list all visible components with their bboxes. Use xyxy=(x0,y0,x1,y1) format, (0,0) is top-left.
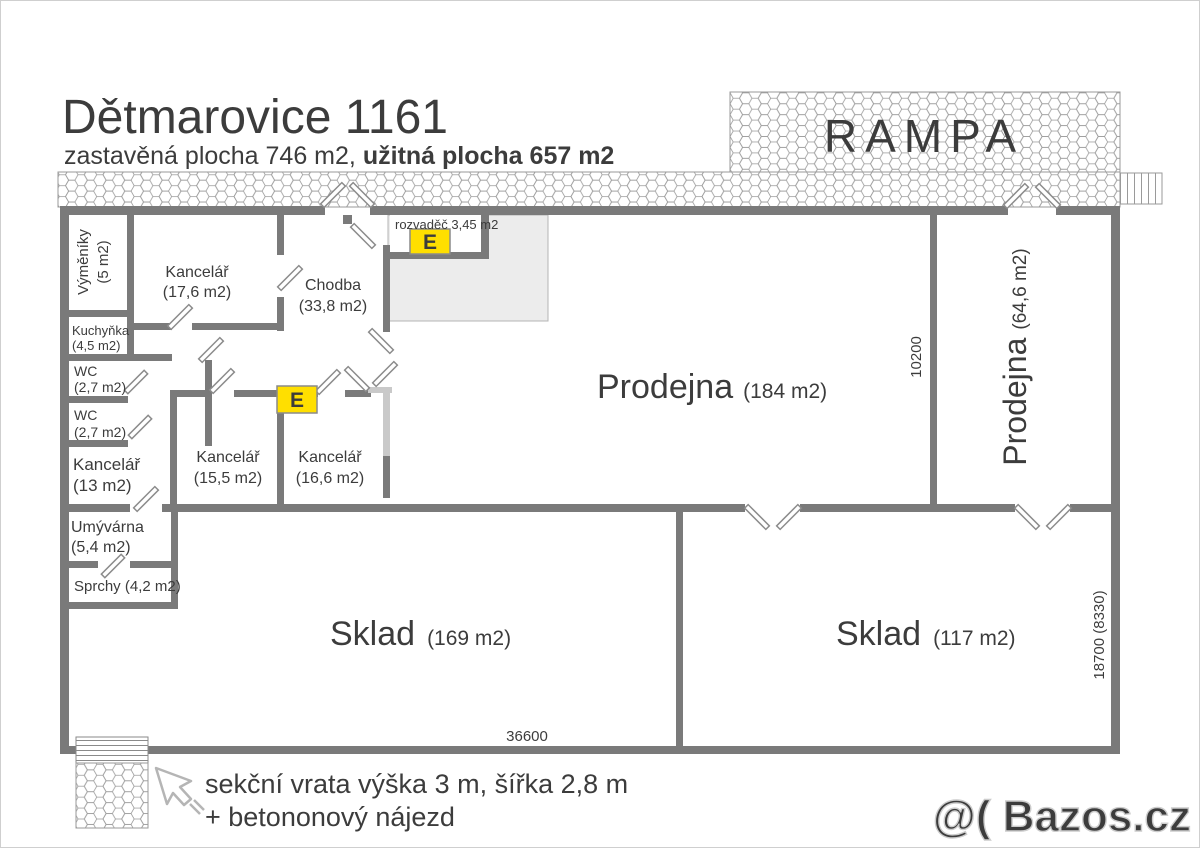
wall xyxy=(60,206,325,215)
rampa-area: RAMPA xyxy=(57,91,1163,208)
room-label-chodba: Chodba(33,8 m2) xyxy=(299,277,367,315)
door-swing xyxy=(349,222,377,250)
door-swings xyxy=(100,181,1073,579)
room-label-kancelar-13: Kancelář(13 m2) xyxy=(73,455,140,495)
wall xyxy=(1070,504,1111,512)
room-label-kancelar-166: Kancelář(16,6 m2) xyxy=(296,449,364,487)
wall xyxy=(1111,206,1120,754)
door-swing xyxy=(127,414,153,440)
wall xyxy=(68,354,172,361)
electric-symbol: E xyxy=(290,389,304,412)
cursor-arrow-icon xyxy=(154,766,205,815)
glass-partitions xyxy=(368,387,392,456)
note-line1: sekční vrata výška 3 m, šířka 2,8 m xyxy=(205,769,628,799)
electric-symbol: E xyxy=(423,231,437,254)
wall xyxy=(481,215,489,258)
door-swing xyxy=(208,367,236,395)
room-label-umyvarna: Umývárna(5,4 m2) xyxy=(71,519,144,556)
wall xyxy=(277,215,284,255)
door-swing xyxy=(276,264,304,292)
wall xyxy=(676,512,683,746)
wall xyxy=(170,390,177,504)
dimension-storage-height: 18700 (8330) xyxy=(1091,590,1108,679)
door-swing xyxy=(1034,182,1062,210)
wall xyxy=(234,390,318,397)
wall xyxy=(930,215,937,504)
door-swing xyxy=(132,485,160,513)
wall xyxy=(134,323,172,330)
wall xyxy=(383,245,390,332)
door-swing xyxy=(343,365,371,393)
page-subtitle: zastavěná plocha 746 m2,užitná plocha 65… xyxy=(64,142,614,170)
door-swing xyxy=(1002,182,1030,210)
door-swing xyxy=(123,369,149,395)
wall xyxy=(68,310,128,317)
room-label-kancelar-155: Kancelář(15,5 m2) xyxy=(194,449,262,487)
room-label-wc2: WC(2,7 m2) xyxy=(74,407,126,440)
wall xyxy=(343,215,352,224)
rampa-label: RAMPA xyxy=(824,110,1024,162)
walls xyxy=(60,206,1120,754)
door-swing xyxy=(775,503,803,531)
door-swing xyxy=(367,327,395,355)
door-swing xyxy=(100,553,126,579)
wall xyxy=(383,456,390,498)
wall xyxy=(127,215,134,360)
door-swing xyxy=(319,181,347,209)
rampa-stairs xyxy=(1119,172,1163,205)
page-title: Dětmarovice 1161 xyxy=(62,91,448,144)
note-line2: + betononový nájezd xyxy=(205,802,455,832)
door-swing xyxy=(743,503,771,531)
door-swing xyxy=(348,181,376,209)
room-label-sklad-left: Sklad(169 m2) xyxy=(330,615,511,653)
room-label-sprchy: Sprchy (4,2 m2) xyxy=(74,578,181,595)
wall xyxy=(345,390,371,397)
door-swing xyxy=(371,360,399,388)
wall xyxy=(1056,206,1120,215)
electric-box-office: E xyxy=(276,385,318,414)
dimension-prodejna-height: 10200 xyxy=(908,336,925,378)
wall xyxy=(130,561,178,568)
wall xyxy=(60,206,69,754)
wall xyxy=(162,504,745,512)
door-swing xyxy=(197,336,225,364)
watermark: @( Bazos.cz xyxy=(933,792,1191,841)
wall xyxy=(277,413,284,504)
wall xyxy=(68,440,128,447)
wall xyxy=(171,512,178,608)
sectional-door-symbol xyxy=(75,736,149,829)
wall xyxy=(277,297,284,331)
door-swing xyxy=(1045,503,1073,531)
wall xyxy=(177,390,207,397)
wall xyxy=(68,396,128,403)
door-swing xyxy=(166,303,194,331)
subtitle-usable-area: užitná plocha 657 m2 xyxy=(363,142,614,170)
wall xyxy=(370,206,1008,215)
dimension-bottom-width: 36600 xyxy=(506,728,548,745)
room-label-rozvadec: rozvaděč 3,45 m2 xyxy=(395,217,498,232)
wall xyxy=(800,504,1015,512)
room-label-prodejna-side: Prodejna(64,6 m2) xyxy=(997,248,1033,465)
room-label-sklad-right: Sklad(117 m2) xyxy=(836,615,1016,653)
wall xyxy=(60,746,1120,754)
subtitle-built-area: zastavěná plocha 746 m2, xyxy=(64,142,356,170)
wall xyxy=(68,561,98,568)
partition-light xyxy=(368,387,392,393)
room-label-kancelar-176: Kancelář(17,6 m2) xyxy=(163,264,231,301)
partition-light xyxy=(383,393,390,456)
electric-box-rozvadec: E xyxy=(409,228,451,255)
wall xyxy=(68,602,178,609)
room-label-vymeniky: Výměníky(5 m2) xyxy=(75,229,112,295)
wall xyxy=(388,252,489,259)
wall xyxy=(205,360,212,446)
room-label-prodejna-main: Prodejna(184 m2) xyxy=(597,368,827,406)
door-swing xyxy=(1013,503,1041,531)
room-label-wc1: WC(2,7 m2) xyxy=(74,363,126,395)
wall xyxy=(192,323,283,330)
room-label-kuchynka: Kuchyňka(4,5 m2) xyxy=(72,323,130,353)
wall xyxy=(68,504,130,512)
